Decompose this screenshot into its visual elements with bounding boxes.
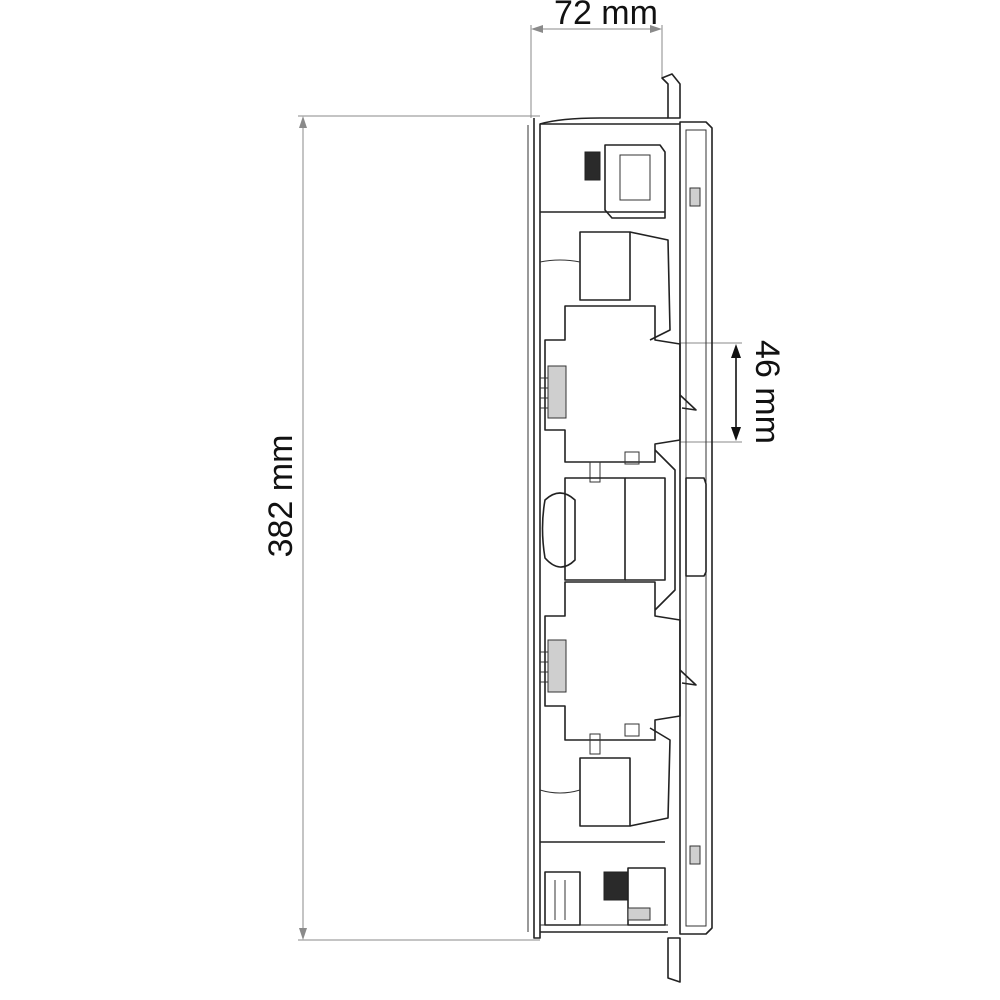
height-dimension: 382 mm xyxy=(262,115,540,941)
pitch-arrow-bottom xyxy=(731,427,741,441)
housing-back-wall xyxy=(533,118,680,939)
socket-1-foot-b xyxy=(624,451,640,465)
bottom-connector-pins xyxy=(554,880,566,920)
front-cover xyxy=(679,121,713,935)
socket-1-foot-a xyxy=(589,461,601,483)
top-connector-inner xyxy=(619,154,651,201)
depth-dimension-label: 72 mm xyxy=(554,0,658,32)
socket-1-contact xyxy=(679,394,697,411)
depth-dimension: 72 mm xyxy=(530,0,663,118)
middle-spring xyxy=(654,449,676,611)
clip-top xyxy=(689,187,701,207)
pitch-dimension: 46 mm xyxy=(680,340,786,444)
socket-block-1 xyxy=(544,305,681,463)
middle-cam xyxy=(541,492,576,568)
socket-2-terminal-lines xyxy=(540,651,548,683)
flange-top xyxy=(661,73,681,119)
top-connector-terminal xyxy=(584,151,601,181)
socket-2-foot-b xyxy=(624,723,640,737)
pitch-arrow-top xyxy=(731,344,741,358)
upper-module xyxy=(579,231,631,301)
pitch-dimension-label: 46 mm xyxy=(748,340,786,444)
clip-bottom xyxy=(689,845,701,865)
middle-housing xyxy=(564,477,626,581)
device-profile xyxy=(527,73,713,983)
center-latch xyxy=(685,477,707,577)
socket-2-contact xyxy=(679,669,697,686)
top-connector xyxy=(604,144,666,219)
lower-spring xyxy=(629,727,671,827)
bottom-terminal-block xyxy=(627,867,666,926)
height-dimension-label: 382 mm xyxy=(262,435,300,558)
lower-module-arc xyxy=(539,789,581,794)
socket-1-terminal xyxy=(547,365,567,419)
socket-1-terminal-lines xyxy=(540,377,548,409)
bottom-screw-terminal xyxy=(603,871,629,901)
depth-arrow-right xyxy=(650,25,662,33)
height-arrow-top xyxy=(299,116,307,128)
upper-spring xyxy=(629,231,671,341)
socket-block-2 xyxy=(544,581,681,741)
housing-top-wall xyxy=(539,117,668,125)
bottom-connector xyxy=(544,871,581,926)
front-cover-inner xyxy=(685,129,707,927)
socket-2-foot-a xyxy=(589,733,601,755)
height-arrow-bottom xyxy=(299,928,307,940)
flange-bottom xyxy=(667,937,681,983)
depth-arrow-left xyxy=(531,25,543,33)
lower-module xyxy=(579,757,631,827)
socket-2-terminal xyxy=(547,639,567,693)
bottom-terminal-base xyxy=(627,907,651,921)
middle-bracket xyxy=(625,477,666,581)
upper-module-arc xyxy=(539,259,581,263)
